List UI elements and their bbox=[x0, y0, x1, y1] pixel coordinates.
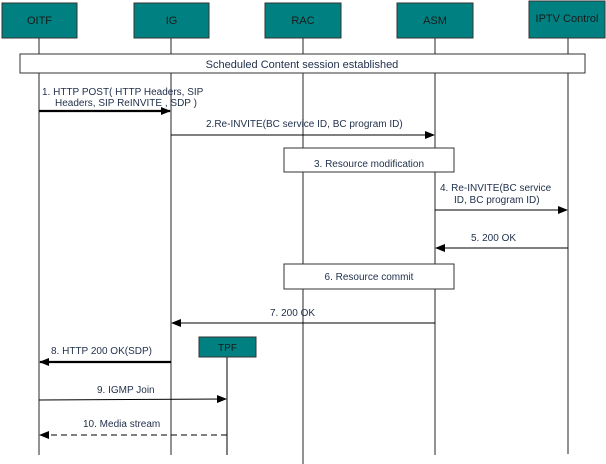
message-1: 1. HTTP POST( HTTP Headers, SIP Headers,… bbox=[39, 87, 204, 115]
entity-ig: IG bbox=[133, 2, 210, 39]
message-5: 5. 200 OK bbox=[435, 233, 568, 252]
note-resource-modification-label: 3. Resource modification bbox=[314, 159, 424, 170]
entity-rac: RAC bbox=[264, 2, 342, 39]
entity-label-tpf: TPF bbox=[218, 343, 237, 354]
session-banner: Scheduled Content session established bbox=[19, 53, 586, 74]
message-10: 10. Media stream bbox=[39, 419, 227, 439]
message-9-arrow bbox=[38, 395, 227, 404]
note-resource-modification: 3. Resource modification bbox=[283, 147, 455, 173]
message-8-label: 8. HTTP 200 OK(SDP) bbox=[51, 346, 152, 357]
message-1-label-line2: Headers, SIP ReINVITE , SDP ) bbox=[55, 98, 197, 109]
entity-tpf: TPF bbox=[198, 336, 257, 358]
message-1-label-line1: 1. HTTP POST( HTTP Headers, SIP bbox=[42, 87, 204, 98]
message-2-label: 2.Re-INVITE(BC service ID, BC program ID… bbox=[206, 119, 403, 130]
message-4-label-line1: 4. Re-INVITE(BC service bbox=[440, 183, 552, 194]
message-8: 8. HTTP 200 OK(SDP) bbox=[39, 346, 171, 366]
message-10-label: 10. Media stream bbox=[83, 419, 160, 430]
entity-label-rac: RAC bbox=[291, 15, 314, 27]
message-9: 9. IGMP Join bbox=[38, 385, 227, 404]
note-resource-commit: 6. Resource commit bbox=[283, 263, 455, 290]
entity-oitf: OITF bbox=[1, 2, 78, 39]
message-7: 7. 200 OK bbox=[171, 308, 435, 327]
entity-iptv-control: IPTV Control bbox=[528, 0, 606, 39]
entity-label-asm: ASM bbox=[423, 15, 447, 27]
message-5-label: 5. 200 OK bbox=[471, 233, 516, 244]
entity-label-ig: IG bbox=[166, 15, 178, 27]
entity-label-oitf: OITF bbox=[27, 15, 52, 27]
entity-label-iptv-control: IPTV Control bbox=[536, 13, 599, 25]
message-4: 4. Re-INVITE(BC service ID, BC program I… bbox=[435, 183, 568, 214]
message-7-label: 7. 200 OK bbox=[270, 308, 315, 319]
message-2: 2.Re-INVITE(BC service ID, BC program ID… bbox=[171, 119, 435, 139]
message-9-label: 9. IGMP Join bbox=[97, 385, 155, 396]
note-resource-commit-label: 6. Resource commit bbox=[325, 272, 414, 283]
entity-asm: ASM bbox=[396, 2, 474, 39]
session-banner-label: Scheduled Content session established bbox=[206, 59, 399, 71]
message-4-label-line2: ID, BC program ID) bbox=[454, 195, 540, 206]
